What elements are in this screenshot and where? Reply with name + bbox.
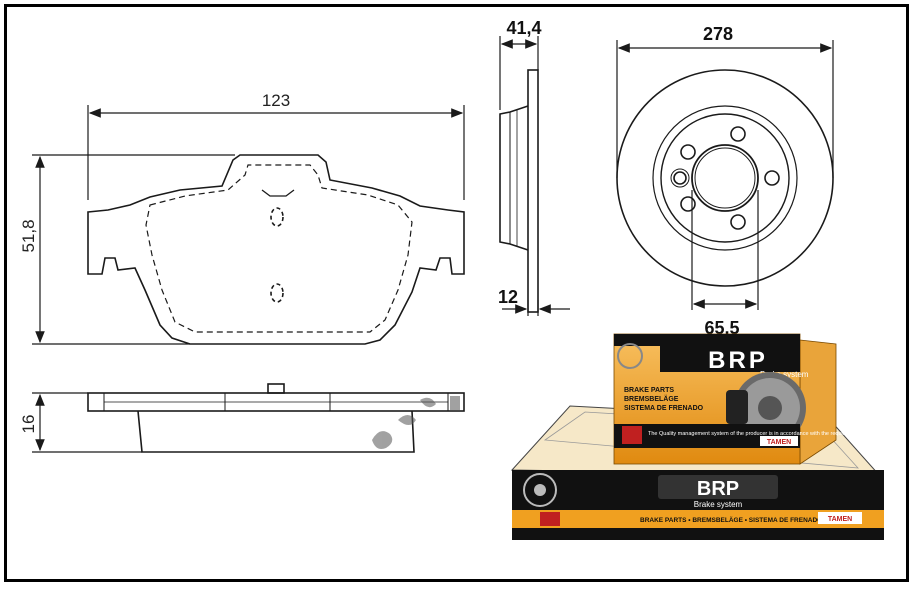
box-badge: TAMEN [767,439,791,446]
disc-front-view [616,69,834,287]
hub-diameter-label: 65,5 [704,318,739,338]
disc-diameter-dimension [616,40,834,178]
pad-thickness-dimension [32,392,142,453]
disc-thickness-label: 12 [498,287,518,307]
pad-height-dimension [32,154,235,345]
box-brand: BRP [708,347,768,374]
watermark [372,396,460,449]
box-flat-tagline: Brake system [694,500,743,509]
brake-pad-side-view [87,383,465,453]
box-quality-text: The Quality management system of the pro… [648,431,894,437]
pad-width-label: 123 [262,91,290,110]
box-flat-brand: BRP [697,478,739,500]
brake-pad-front-view [87,154,465,345]
box-flat-badge: TAMEN [828,516,852,523]
pad-height-label: 51,8 [19,219,38,252]
outer-frame [4,4,909,582]
disc-height-label: 41,4 [506,18,541,38]
disc-side-view [499,69,539,313]
disc-thickness-dimension [502,300,570,316]
disc-diameter-label: 278 [703,24,733,44]
pad-thickness-label: 16 [19,415,38,434]
box-tagline: Brake system [760,370,809,379]
pad-width-dimension [87,105,465,200]
product-box-standing: BRP Brake system BRAKE PARTS BREMSBELÄGE… [613,333,894,465]
box-parts-line-2: BREMSBELÄGE [624,395,679,403]
box-parts-line-1: BRAKE PARTS [624,387,674,394]
disc-height-dimension [499,36,539,110]
box-parts-line-3: SISTEMA DE FRENADO [624,405,704,412]
box-flat-parts-line: BRAKE PARTS • BREMSBELÄGE • SISTEMA DE F… [640,516,822,524]
hub-diameter-dimension [691,190,759,310]
